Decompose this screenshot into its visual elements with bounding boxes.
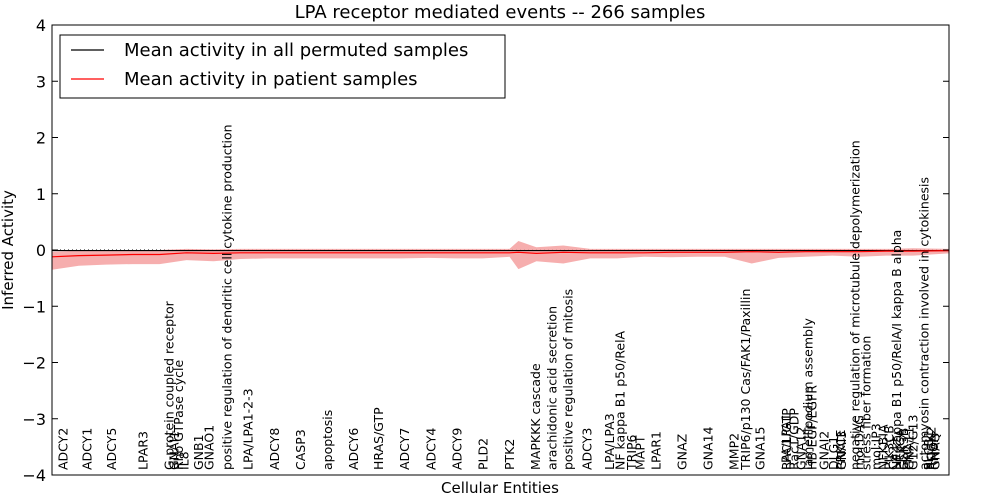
entity-label: actomyosin contraction involved in cytok…	[916, 177, 931, 470]
entity-label: mol:DAG	[851, 415, 866, 470]
entity-label: GNAI2	[817, 431, 832, 470]
entity-label: GNAO1	[202, 425, 217, 470]
entity-label: MAPKKK cascade	[528, 363, 543, 470]
entity-label: LPA/LPA3	[602, 413, 617, 470]
entity-label: apoptosis	[320, 410, 335, 470]
y-tick-label: 1	[36, 185, 46, 204]
entity-label: arachidonic acid secretion	[544, 306, 559, 470]
entity-label: GNAI1	[167, 431, 182, 470]
entity-label: GNA14	[700, 426, 715, 470]
y-axis: −4 −3 −2 −1 0 1 2 3 4	[22, 16, 949, 485]
entity-label: stress fiber formation	[858, 336, 873, 470]
entity-label: HB-EGF/EGFR	[805, 385, 820, 470]
entity-label: ADCY6	[346, 428, 361, 470]
y-tick-label: −3	[22, 410, 46, 429]
entity-label: ADCY3	[579, 428, 594, 470]
y-tick-label: 3	[36, 72, 46, 91]
y-axis-label: Inferred Activity	[0, 190, 17, 310]
entity-label: GNAZ	[674, 434, 689, 470]
entity-label: ADCY5	[104, 428, 119, 470]
patient-activity-band	[52, 241, 949, 270]
entity-label: TRIP6	[624, 434, 639, 471]
entity-label: G12/G13	[906, 415, 921, 470]
entity-label: ADCY7	[397, 428, 412, 470]
entity-label: LPAR1	[648, 431, 663, 470]
entity-label: ADCY2	[56, 428, 71, 470]
entity-label: GNA15	[753, 427, 768, 471]
entity-label: LPA/LPA1-2-3	[240, 388, 255, 470]
entity-label: RHOA	[926, 433, 941, 470]
entity-label: Rho GTPase cycle	[171, 359, 186, 470]
entity-label: NF kappa B1 p50/RelA/I kappa B alpha	[889, 230, 904, 470]
legend-label-patient: Mean activity in patient samples	[124, 69, 418, 90]
entity-label: DLG1	[826, 436, 841, 470]
entity-label: Rac1/GDP	[786, 408, 801, 470]
entity-label: MMP2	[726, 433, 741, 470]
entity-label: Ca2+	[885, 435, 900, 470]
entity-label: PIK3CB	[882, 425, 897, 470]
entity-label: ADCY4	[423, 428, 438, 470]
y-tick-label: −2	[22, 354, 46, 373]
entity-label: positive regulation of dendritic cell cy…	[220, 124, 235, 470]
entity-label: PLCB1	[921, 430, 936, 470]
series-line-patient	[51, 250, 950, 258]
plot-area	[51, 241, 950, 270]
entity-label: GNA12	[793, 427, 808, 471]
entity-label: IL8	[177, 451, 192, 470]
entity-label: PRKCA	[892, 429, 907, 470]
y-tick-label: 0	[36, 241, 46, 260]
legend: Mean activity in all permuted samples Me…	[59, 34, 506, 99]
entity-label: ADCY9	[449, 428, 464, 470]
entity-label: GNAQ	[927, 433, 942, 470]
entity-label: ROCK2	[924, 427, 939, 470]
entity-label: negative regulation of microtubule depol…	[848, 140, 863, 470]
entity-label: LPA/LPA1	[779, 413, 794, 470]
legend-label-permuted: Mean activity in all permuted samples	[124, 40, 468, 61]
entity-label: PTK2	[502, 439, 517, 470]
entity-label: positive regulation of mitosis	[561, 289, 576, 470]
entity-label: RAC1/GTP	[779, 408, 794, 470]
entity-label: mol:IP3	[869, 423, 884, 470]
legend-box	[59, 34, 506, 99]
entity-label: ADCY1	[80, 428, 95, 470]
entity-label: GNA11	[901, 427, 916, 471]
entity-label: LPAR3	[135, 431, 150, 470]
entity-label: CASP3	[293, 429, 308, 470]
entity-label: G-protein coupled receptor	[161, 300, 176, 470]
entity-label: MAPT	[632, 435, 647, 470]
entity-label: TRIP6/p130 Cas/FAK1/Paxillin	[738, 289, 753, 471]
entity-label: PRKCE	[833, 430, 848, 470]
entity-label: GNB1	[191, 434, 206, 470]
entity-label: NFKBIA	[875, 424, 890, 470]
entity-label: HRAS/GTP	[371, 407, 386, 470]
y-tick-label: −1	[22, 297, 46, 316]
entity-label: GNAI3	[834, 431, 849, 470]
entity-label: PLD2	[475, 438, 490, 470]
entity-label: lamellipodium assembly	[801, 318, 816, 470]
chart-title: LPA receptor mediated events -- 266 samp…	[295, 2, 706, 23]
y-tick-label: 2	[36, 129, 46, 148]
x-axis-label: Cellular Entities	[441, 479, 559, 497]
entity-label: GSK3B	[896, 428, 911, 470]
y-tick-label: −4	[22, 466, 46, 485]
y-tick-label: 4	[36, 16, 46, 35]
entity-labels: ADCY2 ADCY1 ADCY5 LPAR3 G-protein coupled re…	[56, 124, 943, 471]
entity-label: ADCY8	[267, 428, 282, 470]
entity-label: NF kappa B1 p50/RelA	[613, 330, 628, 470]
entity-label: PKC	[900, 446, 915, 470]
